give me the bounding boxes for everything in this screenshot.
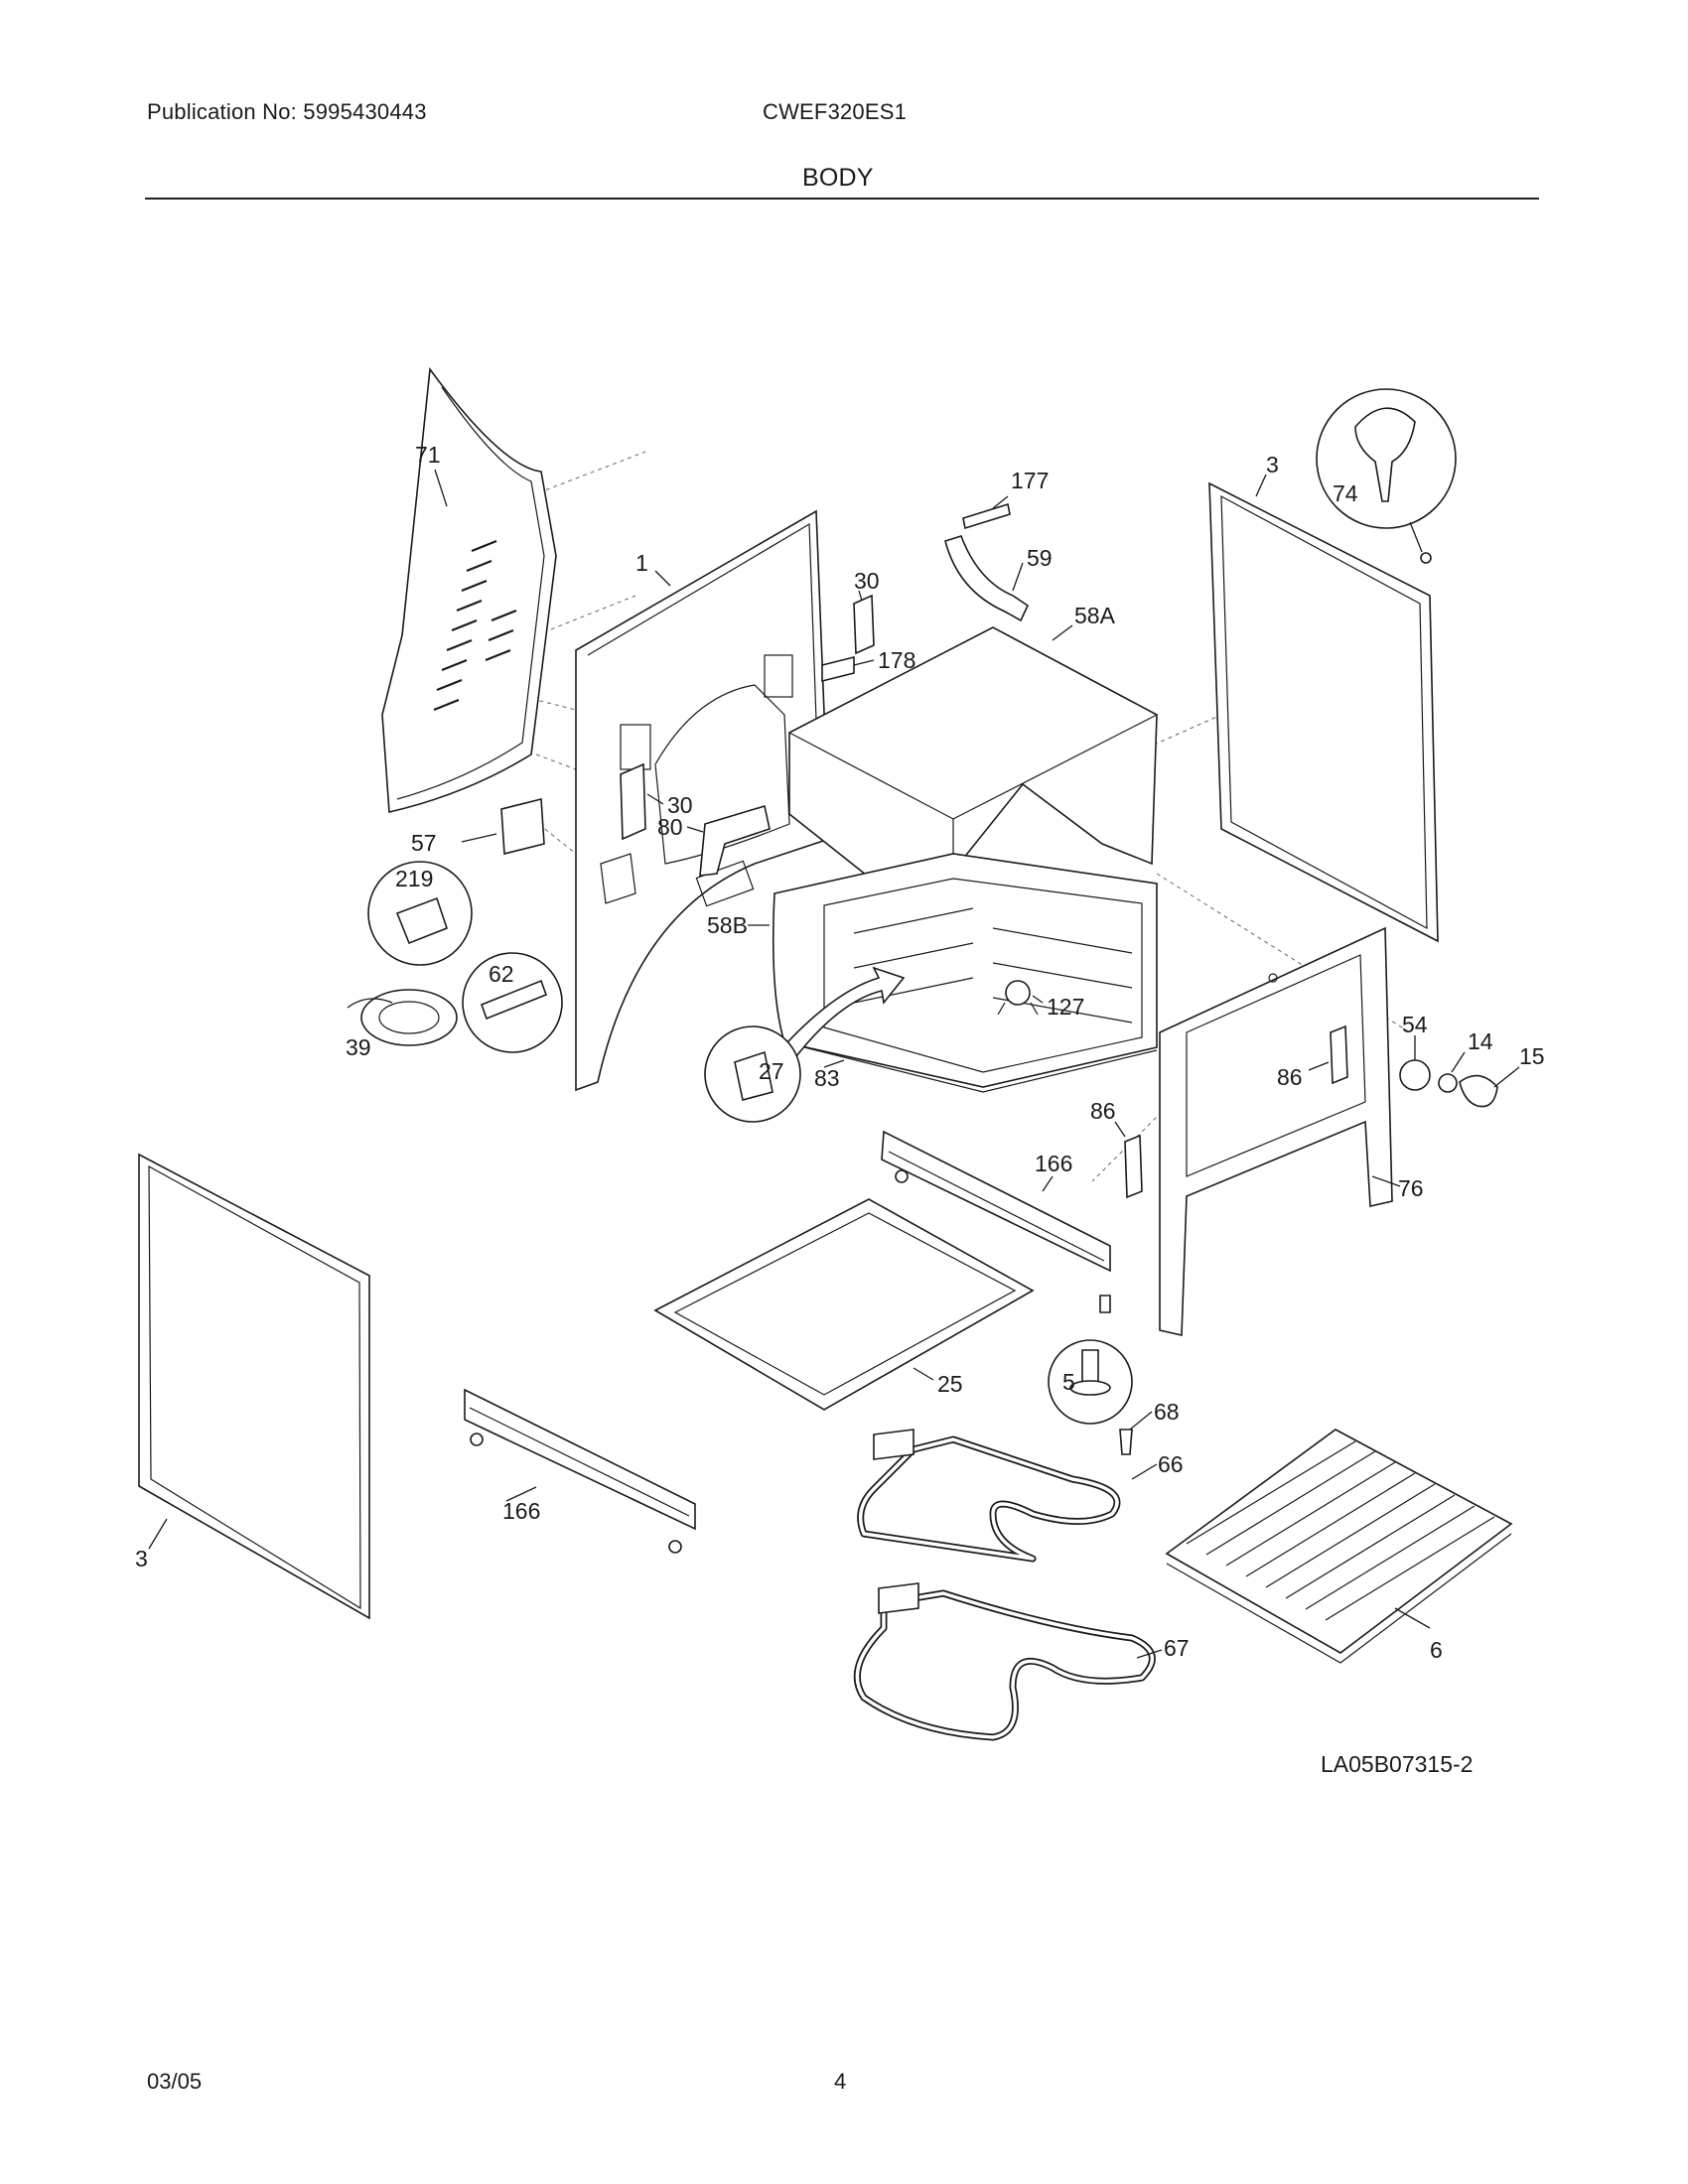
section-title: BODY (802, 164, 874, 192)
callout-54: 54 (1402, 1012, 1428, 1037)
callout-25: 25 (937, 1371, 963, 1397)
part-68-screw (1119, 1429, 1133, 1455)
footer-date: 03/05 (147, 2069, 203, 2094)
page-number: 4 (834, 2069, 847, 2094)
callout-86a: 86 (1277, 1064, 1303, 1090)
callout-30a: 30 (854, 568, 880, 594)
callout-1: 1 (635, 550, 648, 576)
diagram-reference-code: LA05B07315-2 (1321, 1751, 1474, 1777)
callout-74: 74 (1333, 480, 1358, 506)
callout-177: 177 (1011, 468, 1049, 493)
part-25-bottom-panel (653, 1198, 1035, 1411)
callout-3a: 3 (1266, 452, 1279, 478)
callout-58A: 58A (1074, 603, 1116, 628)
callout-15: 15 (1519, 1043, 1545, 1069)
part-166-rail-lower (464, 1388, 696, 1554)
callout-58B: 58B (707, 912, 748, 938)
part-66-bake-element (857, 1429, 1121, 1563)
part-166-rail-upper (881, 1130, 1111, 1273)
part-5-leveling-leg (1048, 1295, 1133, 1425)
callout-62: 62 (489, 961, 514, 987)
part-80-bracket (699, 804, 771, 877)
callout-127: 127 (1047, 994, 1084, 1020)
callout-6: 6 (1430, 1637, 1443, 1663)
part-27-detail (704, 1025, 801, 1123)
callout-67: 67 (1164, 1635, 1190, 1661)
part-74-lamp-detail (1316, 388, 1457, 564)
part-54-14-15-lamp-assembly (1399, 1059, 1498, 1108)
callout-166a: 166 (1035, 1151, 1072, 1176)
part-58B-oven-liner (772, 853, 1158, 1088)
callout-166b: 166 (502, 1498, 540, 1524)
arrow-27 (768, 966, 906, 1074)
part-30-hinges (620, 594, 875, 841)
publication-number: Publication No: 5995430443 (147, 99, 427, 124)
callout-86b: 86 (1090, 1098, 1116, 1124)
part-177-59-vent-tube (944, 502, 1030, 622)
part-86-bracket-a (1330, 1024, 1348, 1085)
part-86-bracket-b (1124, 1134, 1143, 1199)
leader-lines (148, 469, 1520, 1659)
part-178-bracket (821, 655, 855, 683)
part-76-front-frame (1159, 926, 1393, 1336)
part-67-broil-element (853, 1582, 1156, 1741)
callout-39: 39 (346, 1034, 371, 1060)
part-71-rear-cover (381, 366, 557, 813)
callout-3b: 3 (135, 1546, 148, 1571)
callout-14: 14 (1468, 1028, 1493, 1054)
callout-5: 5 (1062, 1369, 1075, 1395)
part-3-right-side-panel (1208, 481, 1439, 943)
part-6-oven-rack (1165, 1429, 1513, 1664)
part-83-oven-bottom-trim (783, 1041, 1158, 1093)
part-219-detail (367, 861, 473, 966)
callout-80: 80 (657, 814, 683, 840)
callout-219: 219 (395, 866, 433, 891)
callout-71: 71 (415, 442, 441, 468)
callout-59: 59 (1027, 545, 1053, 571)
callout-83: 83 (814, 1065, 840, 1091)
part-58A-top-insulation (788, 626, 1158, 930)
callout-57: 57 (411, 830, 437, 856)
model-number: CWEF320ES1 (763, 99, 908, 124)
part-39-power-cord (347, 989, 458, 1046)
callout-76: 76 (1398, 1175, 1424, 1201)
callout-68: 68 (1154, 1399, 1180, 1425)
part-3-left-side-panel (138, 1153, 370, 1620)
callout-30b: 30 (667, 792, 693, 818)
header-rule (145, 198, 1539, 200)
callout-27: 27 (759, 1058, 784, 1084)
part-127-sensor (997, 980, 1039, 1016)
callout-labels: 71 1 30 178 30 177 59 58A 3 74 57 80 219… (135, 442, 1545, 1663)
callout-66: 66 (1158, 1451, 1184, 1477)
part-1-back-panel (575, 509, 830, 1092)
callout-178: 178 (878, 647, 915, 673)
part-62-terminal-block (462, 952, 563, 1053)
part-57-cover-plate (500, 797, 545, 856)
